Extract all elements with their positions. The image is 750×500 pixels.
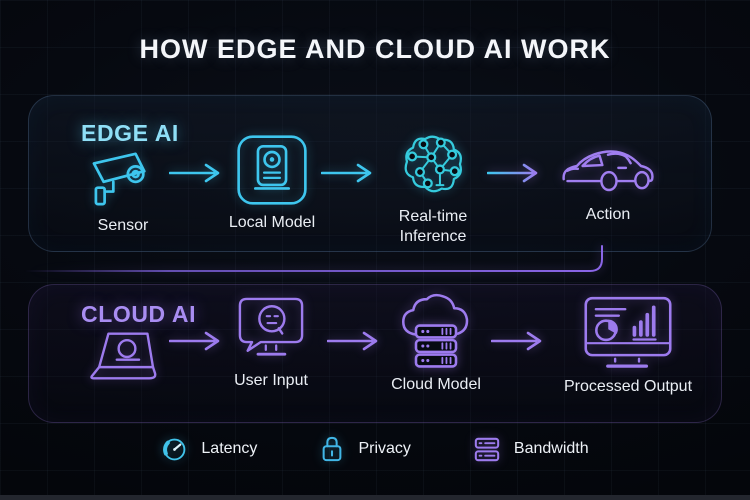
arrow-right-icon bbox=[320, 163, 372, 183]
cloud-server-icon bbox=[402, 293, 469, 368]
legend-row: Latency Privacy Bandwidth bbox=[0, 434, 750, 464]
cloud-step-user-input: User Input bbox=[211, 295, 331, 391]
arrow-right-icon bbox=[486, 163, 538, 183]
monitor-charts-icon bbox=[584, 296, 672, 368]
edge-step-local-model: Local Model bbox=[212, 134, 332, 233]
flow-arrow bbox=[490, 330, 549, 357]
laptop-icon bbox=[90, 332, 157, 380]
step-label: User Input bbox=[234, 372, 308, 389]
step-label: Sensor bbox=[97, 217, 149, 234]
server-stack-icon bbox=[474, 437, 500, 461]
arrow-right-icon bbox=[168, 163, 220, 183]
legend-item-bandwidth: Bandwidth bbox=[473, 436, 589, 463]
flow-arrow bbox=[320, 162, 379, 189]
bottom-edge-strip bbox=[0, 495, 750, 500]
flow-arrow bbox=[326, 330, 385, 357]
car-icon bbox=[562, 150, 654, 192]
edge-step-action: Action bbox=[541, 138, 675, 225]
page-title: HOW EDGE AND CLOUD AI WORK bbox=[139, 34, 611, 64]
cloud-source-laptop bbox=[87, 329, 167, 383]
step-label: Real-time Inference bbox=[398, 208, 468, 245]
flow-arrow bbox=[486, 162, 545, 189]
cloud-step-processed-output: Processed Output bbox=[551, 295, 705, 397]
chat-bubble-monitor-icon bbox=[238, 297, 304, 356]
arrow-right-icon bbox=[490, 331, 542, 351]
legend-item-privacy: Privacy bbox=[319, 434, 411, 464]
gauge-icon bbox=[163, 438, 186, 460]
cloud-step-cloud-model: Cloud Model bbox=[369, 291, 503, 395]
legend-label: Bandwidth bbox=[513, 440, 589, 457]
cloud-ai-heading: CLOUD AI bbox=[81, 301, 197, 327]
lock-icon bbox=[323, 436, 342, 462]
cctv-camera-icon bbox=[92, 152, 146, 206]
legend-label: Privacy bbox=[358, 440, 411, 457]
step-label: Action bbox=[585, 206, 631, 223]
step-label: Cloud Model bbox=[391, 376, 481, 393]
arrow-right-icon bbox=[326, 331, 378, 351]
neural-network-icon bbox=[404, 135, 462, 193]
arrow-right-icon bbox=[168, 331, 220, 351]
edge-ai-panel: EDGE AI Sensor bbox=[28, 95, 712, 252]
local-model-chip-icon bbox=[237, 135, 307, 205]
flow-arrow bbox=[168, 162, 227, 189]
step-label: Processed Output bbox=[563, 378, 693, 395]
edge-step-sensor: Sensor bbox=[63, 148, 183, 236]
edge-ai-heading: EDGE AI bbox=[81, 120, 179, 146]
cloud-ai-panel: CLOUD AI bbox=[28, 284, 722, 423]
step-label: Local Model bbox=[228, 214, 316, 231]
legend-item-latency: Latency bbox=[161, 436, 257, 463]
edge-step-inference: Real-time Inference bbox=[366, 130, 500, 247]
flow-arrow bbox=[168, 330, 227, 357]
legend-label: Latency bbox=[201, 440, 258, 457]
